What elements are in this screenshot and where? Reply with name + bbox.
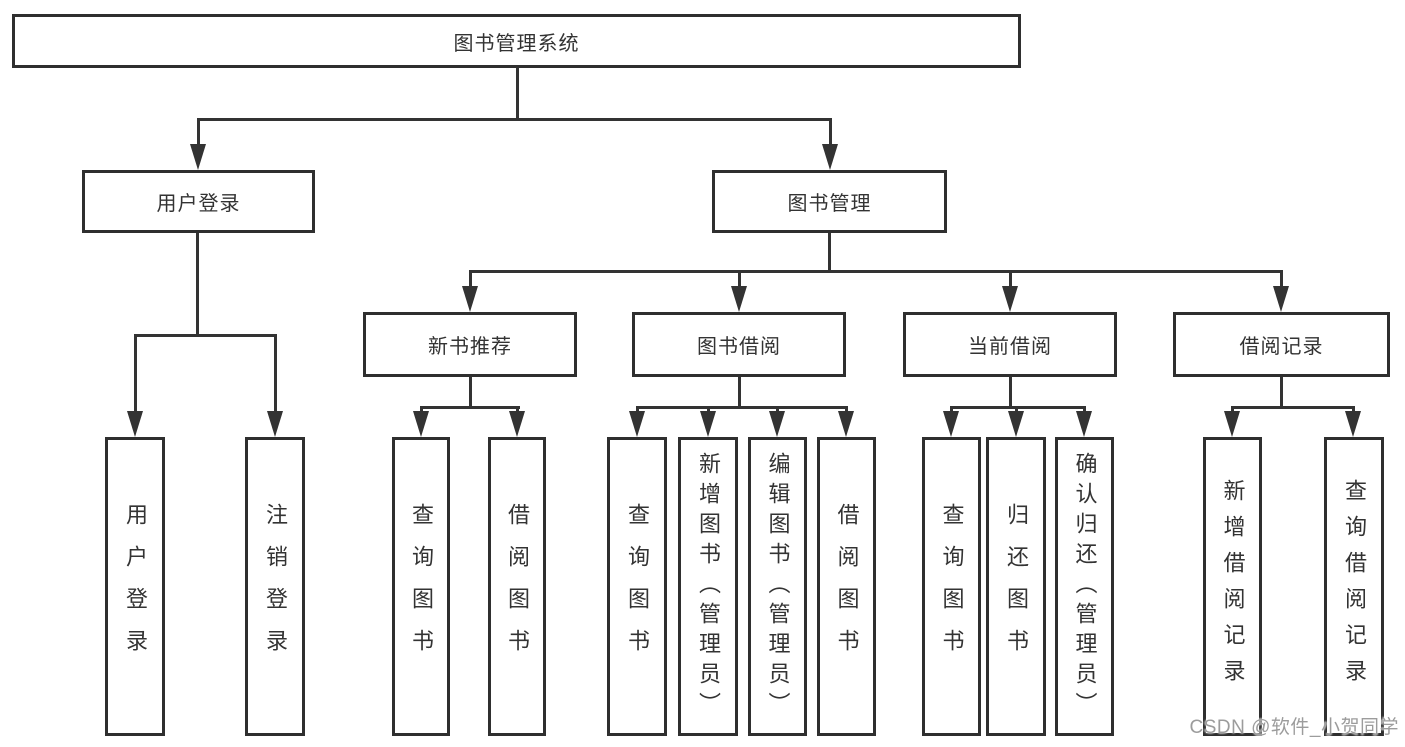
arrow-down-icon (769, 411, 785, 437)
edge-line (469, 377, 472, 409)
leaf-query-books-recommend: 查询图书 (392, 437, 450, 736)
leaf-edit-books-admin: 编辑图书（管理员） (748, 437, 807, 736)
leaf-borrow-books-recommend: 借阅图书 (488, 437, 546, 736)
leaf-query-borrow-record-label: 查询借阅记录 (1342, 478, 1367, 695)
edge-line (636, 406, 848, 409)
leaf-add-borrow-record: 新增借阅记录 (1203, 437, 1262, 736)
arrow-down-icon (1002, 286, 1018, 312)
leaf-query-books-current: 查询图书 (922, 437, 981, 736)
edge-line (516, 67, 519, 121)
edge-line (420, 406, 520, 409)
leaf-return-books: 归还图书 (986, 437, 1046, 736)
leaf-query-borrow-record: 查询借阅记录 (1324, 437, 1384, 736)
edge-line (738, 270, 741, 298)
edge-line (469, 270, 1283, 273)
leaf-borrow-books-label: 借阅图书 (834, 502, 860, 671)
leaf-add-borrow-record-label: 新增借阅记录 (1220, 478, 1246, 695)
leaf-borrow-books-recommend-label: 借阅图书 (505, 502, 530, 671)
leaf-add-books-admin-label: 新增图书（管理员） (696, 451, 721, 722)
arrow-down-icon (1273, 286, 1289, 312)
edge-line (197, 118, 200, 158)
leaf-borrow-books: 借阅图书 (817, 437, 876, 736)
edge-line (950, 406, 1086, 409)
leaf-user-login-label: 用户登录 (123, 502, 148, 671)
arrow-down-icon (190, 144, 206, 170)
leaf-add-books-admin: 新增图书（管理员） (678, 437, 738, 736)
arrow-down-icon (413, 411, 429, 437)
arrow-down-icon (127, 411, 143, 437)
edge-line (828, 233, 831, 273)
edge-line (1231, 406, 1355, 409)
node-book-management: 图书管理 (712, 170, 947, 233)
node-new-book-recommendation: 新书推荐 (363, 312, 577, 377)
edge-line (134, 334, 277, 337)
arrow-down-icon (943, 411, 959, 437)
edge-line (134, 334, 137, 426)
leaf-query-books-borrowing: 查询图书 (607, 437, 667, 736)
leaf-query-books-recommend-label: 查询图书 (409, 502, 434, 671)
edge-line (469, 270, 472, 298)
leaf-confirm-return-admin: 确认归还（管理员） (1055, 437, 1114, 736)
leaf-query-books-current-label: 查询图书 (939, 502, 965, 671)
arrow-down-icon (822, 144, 838, 170)
node-borrowing-records: 借阅记录 (1173, 312, 1390, 377)
leaf-edit-books-admin-label: 编辑图书（管理员） (765, 451, 791, 722)
node-current-borrowing: 当前借阅 (903, 312, 1117, 377)
arrow-down-icon (1224, 411, 1240, 437)
arrow-down-icon (1345, 411, 1361, 437)
arrow-down-icon (838, 411, 854, 437)
arrow-down-icon (1076, 411, 1092, 437)
leaf-logout-label: 注销登录 (263, 502, 288, 671)
arrow-down-icon (1008, 411, 1024, 437)
edge-line (738, 377, 741, 409)
node-user-login: 用户登录 (82, 170, 315, 233)
arrow-down-icon (629, 411, 645, 437)
leaf-return-books-label: 归还图书 (1004, 502, 1029, 671)
csdn-watermark: CSDN @软件_小贺同学 (1189, 717, 1399, 738)
edge-line (197, 118, 832, 121)
edge-line (196, 233, 199, 337)
leaf-query-books-borrowing-label: 查询图书 (625, 502, 650, 671)
edge-line (1009, 270, 1012, 298)
arrow-down-icon (267, 411, 283, 437)
edge-line (1280, 377, 1283, 409)
arrow-down-icon (509, 411, 525, 437)
leaf-user-login: 用户登录 (105, 437, 165, 736)
node-library-management-system: 图书管理系统 (12, 14, 1021, 68)
node-book-borrowing: 图书借阅 (632, 312, 846, 377)
edge-line (1280, 270, 1283, 298)
leaf-confirm-return-admin-label: 确认归还（管理员） (1072, 451, 1098, 722)
arrow-down-icon (731, 286, 747, 312)
arrow-down-icon (462, 286, 478, 312)
edge-line (1009, 377, 1012, 409)
edge-line (829, 118, 832, 158)
edge-line (274, 334, 277, 426)
arrow-down-icon (700, 411, 716, 437)
leaf-logout: 注销登录 (245, 437, 305, 736)
